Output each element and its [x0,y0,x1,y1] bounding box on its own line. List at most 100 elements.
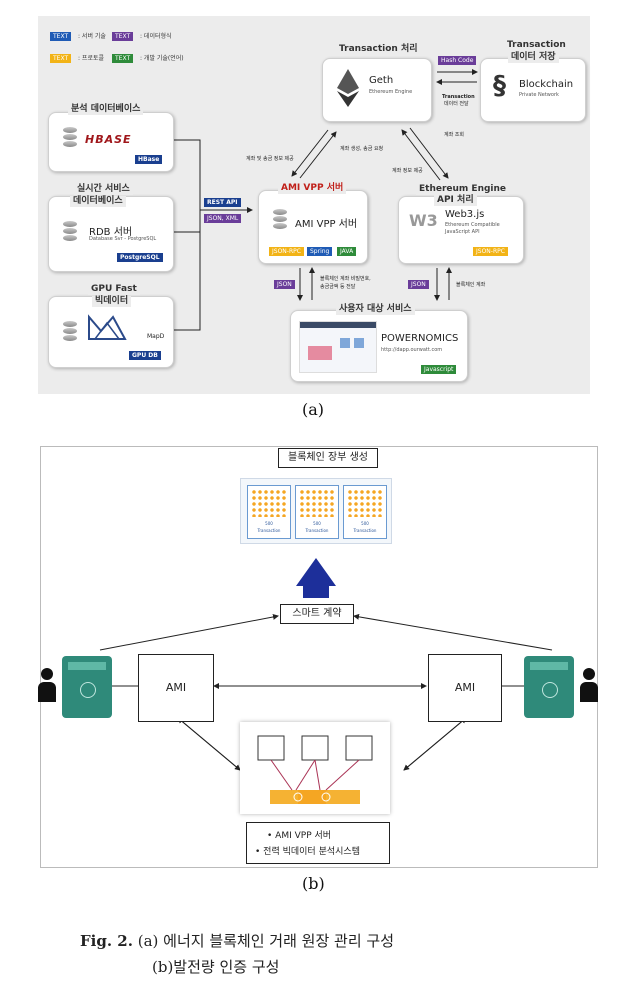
tx-transfer-2: 데이터 전달 [444,101,469,107]
legend-text-protocol: : 프로토콜 [78,55,105,62]
tx-process-title: Transaction 처리 [336,44,421,55]
eth-engine-title-1: Ethereum Engine [416,184,510,195]
legend-tag-protocol: TEXT [50,54,72,63]
blockchain-sub: Private Network [519,92,559,98]
tx-transfer-1: Transaction [442,94,475,100]
legend-text-format: : 데이터형식 [140,33,172,40]
ledger-title: 블록체인 장부 생성 [278,448,378,468]
vpp-tag-jsonrpc: JSON-RPC [269,247,304,256]
analysis-db-title: 분석 데이터베이스 [68,104,144,115]
geth-name: Geth [369,75,394,86]
web3-sub-1: Ethereum Compatible [445,222,500,228]
hash-code-tag: Hash Code [438,56,477,65]
realtime-db-title-1: 실시간 서비스 [74,184,133,195]
powernomics-name: POWERNOMICS [381,333,459,344]
note-account-right: 블록체인 계좌 [456,282,486,288]
gpu-db-title-2: 빅데이터 [92,296,132,307]
panel-a-label: (a) [302,400,325,419]
legend-tag-server: TEXT [50,32,72,41]
blockchain-name: Blockchain [519,79,574,90]
powernomics-url: http://dapp.ourwatt.com [381,347,443,353]
ami-right-box: AMI [428,654,502,722]
database-icon [63,221,77,243]
hbase-tag: HBase [135,155,163,164]
dashboard-thumbnail [299,321,377,373]
analysis-db-card: HBASE HBase [48,112,174,172]
user-note-2: 송금금액 등 전달 [320,284,356,290]
database-icon [63,127,77,149]
mapd-name: MapD [147,333,165,340]
ethereum-icon [337,69,359,107]
mapd-logo-icon [88,314,127,340]
blockchain-logo-icon: § [493,71,506,101]
up-arrow-icon [296,558,336,598]
postgresql-tag: PostgreSQL [117,253,163,262]
vpp-tag-java: JAVA [337,247,357,256]
web3-tag-jsonrpc: JSON-RPC [473,247,508,256]
bottom-services-box: • AMI VPP 서버 • 전력 빅데이터 분석시스템 [246,822,390,864]
realtime-db-title-2: 데이터베이스 [70,196,126,207]
tx-store-title-1: Transaction [504,40,569,51]
json-left-tag: JSON [274,280,295,289]
rdb-server-name: RDB 서버 [89,227,133,238]
web3-sub-2: JavaScript API [445,229,480,235]
hbase-logo: HBASE [85,133,132,146]
panel-a-connectors [172,69,478,331]
bottom-line-1: • AMI VPP 서버 [267,831,332,841]
note-account-create: 계좌 생성, 송금 요청 [340,146,384,152]
note-account-query: 계좌 조회 [444,132,464,138]
user-note-1: 블록체인 계좌 비밀번호, [320,276,371,282]
gpu-db-title-1: GPU Fast [88,284,140,295]
bottom-line-2: • 전력 빅데이터 분석시스템 [255,847,360,857]
legend-tag-language: TEXT [112,54,134,63]
block-icon: 500 Transaction [295,485,339,539]
tx-store-title-2: 데이터 저장 [508,52,559,63]
ami-left-box: AMI [138,654,214,722]
vpp-tag-spring: Spring [307,247,333,256]
panel-b-label: (b) [302,874,325,893]
user-service-card: POWERNOMICS http://dapp.ourwatt.com Java… [290,310,468,382]
wallet-right-icon [524,656,574,718]
json-xml-tag: JSON, XML [204,214,242,223]
blockchain-card: § Blockchain Private Network [480,58,586,122]
gpu-db-card: MapD GPU DB [48,296,174,368]
rest-api-tag: REST API [204,198,241,207]
block-icon: 500 Transaction [343,485,387,539]
wallet-left-icon [62,656,112,718]
smart-contract-box: 스마트 계약 [280,604,354,624]
block-icon: 500 Transaction [247,485,291,539]
geth-sub: Ethereum Engine [369,89,413,95]
note-account-info: 계좌 정보 제공 [392,168,423,174]
figure-number: Fig. 2. [80,932,133,950]
figure-caption-line1: Fig. 2. (a) 에너지 블록체인 거래 원장 관리 구성 [80,930,394,951]
database-icon [63,321,77,343]
realtime-db-card: RDB 서버 Database Svr - PostgreSQL Postgre… [48,196,174,272]
user-right-icon [580,668,598,704]
dashboard-chart-icon [308,338,364,360]
figure-caption-b: (b)발전량 인증 구성 [152,958,280,976]
figure-caption-a: (a) 에너지 블록체인 거래 원장 관리 구성 [137,932,394,950]
vpp-server-name: AMI VPP 서버 [295,219,358,230]
eth-engine-title-2: API 처리 [434,195,477,206]
web3-logo-icon: W3 [409,211,438,230]
vpp-server-card: AMI VPP 서버 JSON-RPC Spring JAVA [258,190,368,264]
web3-name: Web3.js [445,209,485,220]
user-left-icon [38,668,56,704]
database-icon [273,209,287,231]
block-chain-image: 500 Transaction 500 Transaction 500 Tran… [240,478,392,544]
vpp-server-title: AMI VPP 서버 [278,183,347,194]
data-flow-icon [257,735,373,804]
legend-tag-format: TEXT [112,32,134,41]
json-right-tag: JSON [408,280,429,289]
geth-card: Geth Ethereum Engine [322,58,432,122]
legend-text-server: : 서버 기술 [78,33,106,40]
rdb-server-sub: Database Svr - PostgreSQL [89,236,157,242]
note-account-send: 계좌 및 송금 정보 제공 [246,156,294,162]
data-flow-image [240,722,390,814]
javascript-tag: Javascript [421,365,457,374]
panel-b-connectors [99,558,553,771]
web3-card: W3 Web3.js Ethereum Compatible JavaScrip… [398,196,524,264]
legend-text-language: : 개발 기술(언어) [140,55,184,62]
gpu-db-tag: GPU DB [129,351,161,360]
user-service-title: 사용자 대상 서비스 [336,304,415,315]
